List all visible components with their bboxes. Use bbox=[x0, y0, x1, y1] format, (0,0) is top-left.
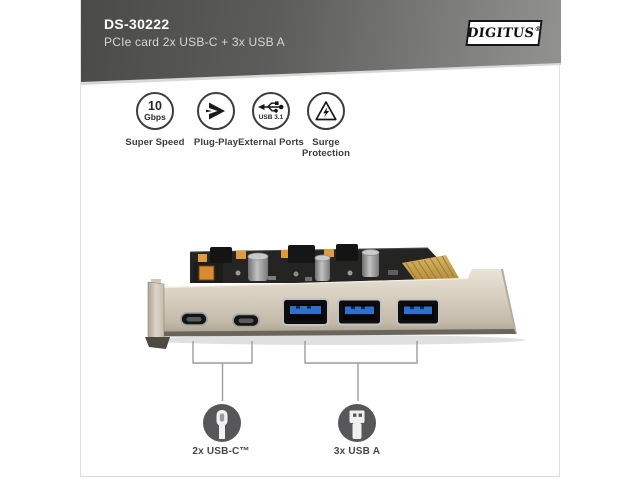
callout-label-usb-c: 2x USB-C™ bbox=[192, 446, 250, 457]
usb-c-port-2 bbox=[232, 313, 260, 328]
usb-trident-glyph bbox=[258, 101, 284, 113]
component-screw bbox=[235, 270, 241, 276]
component-smd bbox=[305, 277, 312, 281]
callout-lines bbox=[192, 341, 418, 401]
bracket-foot bbox=[145, 337, 170, 349]
callout-label-usb-a: 3x USB A bbox=[333, 446, 381, 457]
product-subtitle: PCIe card 2x USB-C + 3x USB A bbox=[104, 35, 285, 49]
component-orange-cap bbox=[324, 249, 334, 257]
component-capacitor bbox=[247, 252, 269, 281]
usb-c-plug-glyph bbox=[216, 410, 228, 439]
usb-c-port-1 bbox=[180, 312, 208, 326]
component-orange-cap bbox=[198, 254, 207, 262]
badge-bottom-text: Gbps bbox=[144, 112, 166, 123]
component-orange-inductor bbox=[198, 265, 215, 281]
feature-label-external-ports: External Ports bbox=[238, 137, 304, 148]
badge-top-text: 10 bbox=[148, 98, 162, 113]
plug-play-arrow-icon bbox=[197, 92, 235, 130]
content-panel: DS-30222 PCIe card 2x USB-C + 3x USB A D… bbox=[80, 0, 561, 477]
usb-a-port-1 bbox=[282, 298, 329, 326]
surge-triangle-bolt-icon bbox=[307, 92, 345, 130]
usb-a-plug-glyph bbox=[349, 410, 365, 439]
pcb bbox=[189, 244, 461, 284]
component-screw bbox=[347, 270, 353, 276]
component-smd bbox=[388, 270, 398, 275]
usb31-caption: USB 3.1 bbox=[258, 114, 284, 122]
bracket-notch bbox=[151, 279, 161, 285]
component-chip bbox=[288, 245, 315, 263]
usb-a-plug-icon bbox=[338, 404, 376, 442]
callout-bracket-usb-a bbox=[304, 341, 418, 364]
usb-a-port-3 bbox=[396, 298, 440, 326]
card-shadow bbox=[145, 335, 525, 345]
component-capacitor bbox=[314, 254, 331, 281]
usb-c-plug-icon bbox=[203, 404, 241, 442]
bracket-left-flange bbox=[147, 281, 165, 342]
feature-label-super-speed: Super Speed bbox=[125, 137, 185, 148]
component-chip bbox=[336, 244, 358, 261]
feature-label-plug-play: Plug-Play bbox=[193, 137, 239, 148]
component-screw bbox=[293, 271, 299, 277]
product-model: DS-30222 bbox=[104, 16, 170, 32]
component-orange-cap bbox=[281, 250, 291, 258]
surge-triangle-bolt-glyph bbox=[315, 101, 337, 121]
ten-gbps-badge-icon: 10 Gbps bbox=[136, 92, 174, 130]
component-orange-cap bbox=[236, 251, 246, 259]
usb-a-port-2 bbox=[337, 298, 382, 326]
plug-play-arrow-glyph bbox=[206, 102, 225, 120]
component-smd bbox=[268, 276, 276, 280]
usb-trident-icon: USB 3.1 bbox=[252, 92, 290, 130]
feature-label-surge-protection: Surge Protection bbox=[302, 137, 350, 160]
component-capacitor bbox=[361, 249, 380, 277]
component-chip bbox=[210, 247, 232, 263]
